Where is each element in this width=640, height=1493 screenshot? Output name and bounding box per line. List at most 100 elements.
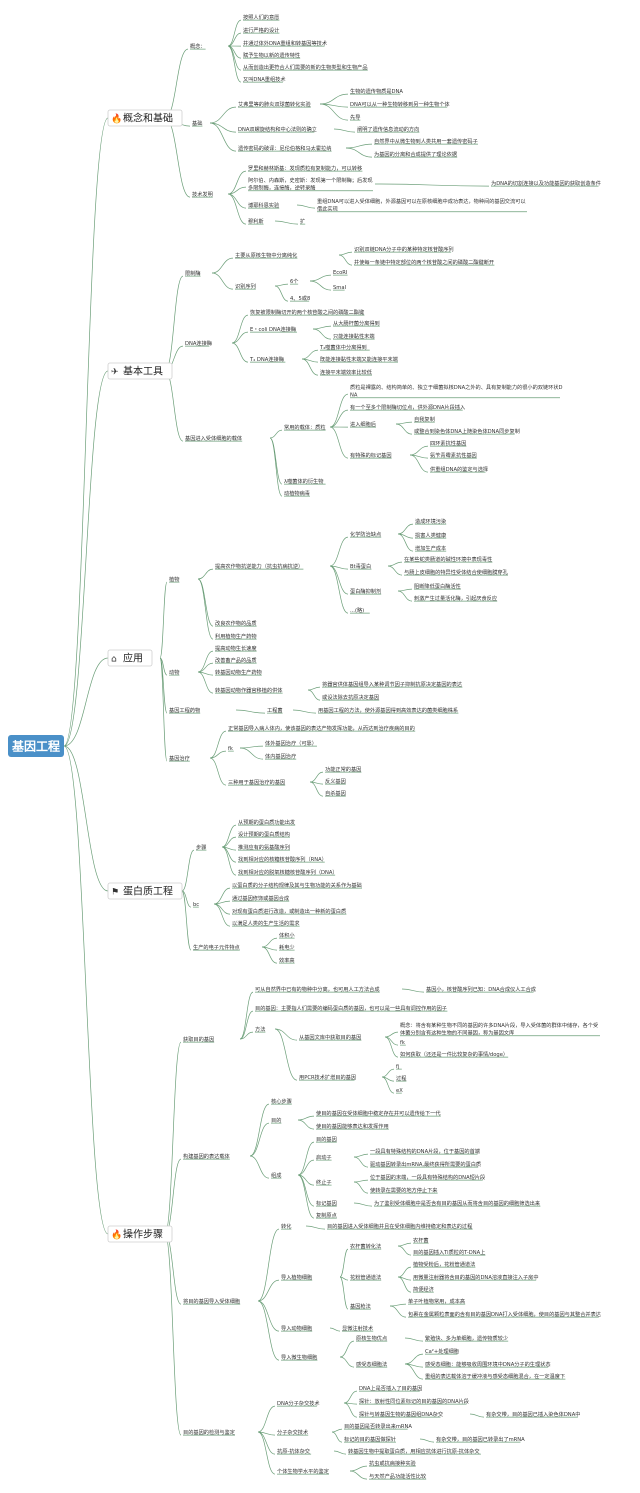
topic-node[interactable]: fk <box>228 746 233 752</box>
topic-node[interactable]: 技术发明 <box>192 190 213 198</box>
topic-node[interactable]: 从大肠杆菌分离得到 <box>333 319 380 327</box>
topic-node[interactable]: 分子杂交技术 <box>277 1428 308 1436</box>
branch-1[interactable]: 🔥概念和基础 <box>107 109 183 127</box>
topic-node[interactable]: 通过基因修饰或基因合成 <box>232 894 289 902</box>
topic-node[interactable]: 标记的目的基因做探针 <box>344 1435 396 1443</box>
topic-node[interactable]: 有杂交带，目的基因已转录出了mRNA <box>436 1435 525 1443</box>
topic-node[interactable]: 导入微生物细胞 <box>281 1353 317 1361</box>
topic-node[interactable]: 功能正常的基因 <box>325 765 361 773</box>
topic-node[interactable]: 扩 <box>300 217 305 225</box>
topic-node[interactable]: 目的基因 <box>316 1135 337 1143</box>
topic-node[interactable]: 只能连接黏性末端 <box>333 332 375 340</box>
topic-node[interactable]: 化学防治缺点 <box>350 530 381 538</box>
topic-node[interactable]: 自然界中从微生物到人类共用一套遗传密码子 <box>374 137 478 145</box>
branch-4[interactable]: ⚑蛋白质工程 <box>107 882 183 900</box>
topic-node[interactable]: 目的基因插入Ti质粒的T-DNA上 <box>413 1248 485 1256</box>
topic-node[interactable]: 效率高 <box>279 956 295 964</box>
topic-node[interactable]: 进入细胞后 <box>350 420 376 428</box>
topic-node[interactable]: 步骤 <box>196 843 206 851</box>
topic-node[interactable]: 赋予生物以新的遗传特性 <box>243 51 300 59</box>
topic-node[interactable]: 刺激产生过量活化酶，引起厌食反应 <box>414 594 497 602</box>
topic-node[interactable]: 简便经济 <box>413 1285 435 1293</box>
topic-node[interactable]: 提高动物生长速度 <box>215 644 257 652</box>
topic-node[interactable]: bc <box>193 902 199 908</box>
topic-node[interactable]: 使目的基因在受体细胞中稳定存在并可以遗传给下一代 <box>316 1109 441 1117</box>
topic-node[interactable]: 常用的载体：质粒 <box>284 423 326 431</box>
topic-node[interactable]: 转基因生物中提取蛋白质，用相应抗体进行抗原-抗体杂交 <box>348 1447 480 1455</box>
topic-node[interactable]: 找到相对应的核糖核苷酸序列（RNA） <box>238 855 327 863</box>
topic-node[interactable]: 进行严格的设计 <box>243 26 279 34</box>
topic-node[interactable]: 包裹在金属颗粒表面的含有目的基因DNA打入受体细胞，使目的基因与其整合并表达 <box>408 1310 601 1318</box>
topic-node[interactable]: 罗里和赫林斯基：发现质粒有复制能力，可以转移 <box>248 164 362 172</box>
topic-node[interactable]: 探针：放射性同位素标记的目的基因的DNA片段 <box>359 1397 469 1405</box>
topic-node[interactable]: 重组的表达载体溶于缓冲液与感受态细胞混合，在一定温度下 <box>425 1372 565 1380</box>
topic-node[interactable]: SmaI <box>333 285 347 291</box>
topic-node[interactable]: 农杆菌转化法 <box>350 1242 381 1250</box>
topic-node[interactable]: 并使每一条链中特定部位的两个核苷酸之间的磷酸二酯键断开 <box>354 258 494 266</box>
topic-node[interactable]: 驱动基因转录出mRNA,最终获得所需要的蛋白质 <box>370 1160 481 1168</box>
topic-node[interactable]: 遗传密码的破译：尼伦伯格和马太霍拉纳 <box>238 144 331 152</box>
topic-node[interactable]: DNA上是否插入了目的基因 <box>359 1384 422 1392</box>
topic-node[interactable]: DNA双螺旋结构和中心法则的确立 <box>238 125 317 133</box>
topic-node[interactable]: Ca²+处理细胞 <box>425 1347 459 1355</box>
topic-node[interactable]: 获取目的基因 <box>183 1035 214 1043</box>
topic-node[interactable]: 抗原-抗体杂交 <box>277 1447 310 1455</box>
topic-node[interactable]: 位于基因的末端，一段具有特殊结构的DNA短片段 <box>370 1173 485 1181</box>
topic-node[interactable]: 在某些蛇类肠道的碱性环境中表现毒性 <box>404 555 492 563</box>
topic-node[interactable]: 概念： <box>190 42 206 50</box>
topic-node[interactable]: 以满足人类的生产生活的需求 <box>232 919 300 927</box>
topic-node[interactable]: ...(略) <box>350 606 364 614</box>
topic-node[interactable]: 又叫DNA重组技术 <box>243 75 286 83</box>
topic-node[interactable]: 将器官供体基因组导入某种调节因子抑制抗原决定基因的表达 <box>322 680 462 688</box>
topic-node[interactable]: DNA分子杂交技术 <box>277 1399 320 1407</box>
topic-node[interactable]: 三种用于基因治疗的基因 <box>228 778 285 786</box>
topic-node[interactable]: 氨苄青霉素抗性基因 <box>430 451 477 459</box>
topic-node[interactable]: 造成环境污染 <box>415 517 446 525</box>
topic-node[interactable]: T₄噬菌体中分离得到 <box>319 343 367 351</box>
topic-node[interactable]: 自我复制 <box>414 415 435 423</box>
topic-node[interactable]: 方法 <box>255 1025 265 1033</box>
topic-node[interactable]: 使目的基因能够表达和发挥作用 <box>316 1122 389 1130</box>
topic-node[interactable]: 增加生产成本 <box>415 544 446 552</box>
topic-node[interactable]: 为DNA的切割连接以及功能基因的获取创造条件 <box>491 179 601 187</box>
topic-node[interactable]: 艾弗里等的肺炎双球菌转化实验 <box>238 100 311 108</box>
topic-node[interactable]: 核心步骤 <box>271 1097 292 1105</box>
topic-node[interactable]: 主要从原核生物中分离纯化 <box>235 251 297 259</box>
topic-node[interactable]: T₄ DNA连接酶 <box>249 355 284 363</box>
topic-node[interactable]: 基因治疗 <box>169 754 190 762</box>
topic-node[interactable]: 基因进入受体细胞的载体 <box>185 434 243 442</box>
topic-node[interactable]: 从预期的蛋白质功能出发 <box>238 818 295 826</box>
topic-node[interactable]: 复制原点 <box>316 1211 337 1219</box>
topic-node[interactable]: 转基因动物生产药物 <box>215 668 262 676</box>
topic-node[interactable]: 农杆菌 <box>413 1236 429 1244</box>
topic-node[interactable]: 质粒是裸露的、结构简单的、独立于细菌拟核DNA之外的、具有复制能力的很小的双链环… <box>350 383 563 398</box>
topic-node[interactable]: 生物的遗传物质是DNA <box>350 87 403 95</box>
topic-node[interactable]: 基因工程药物 <box>169 706 200 714</box>
topic-node[interactable]: 有杂交带，目的基因已插入染色体DNA中 <box>486 1410 580 1418</box>
topic-node[interactable]: λ噬菌体的衍生物 <box>284 477 323 485</box>
topic-node[interactable]: 组成 <box>271 1171 281 1179</box>
topic-node[interactable]: 基因小，核苷酸序列已知：DNA合成仪人工合成 <box>426 985 536 993</box>
topic-node[interactable]: 感受态细胞：能够吸收周围环境中DNA分子的生理状态 <box>425 1360 551 1368</box>
topic-node[interactable]: 目的基因的检测与鉴定 <box>183 1428 235 1436</box>
topic-node[interactable]: 体外基因治疗（可靠） <box>265 739 317 747</box>
topic-node[interactable]: 阿尔伯、内森斯，史密斯：发现第一个限制酶；后发现多限制酶，连接酶，逆转录酶 <box>248 176 373 191</box>
topic-node[interactable]: DNA连接酶 <box>185 339 212 347</box>
topic-node[interactable]: 改善畜产品的品质 <box>215 656 257 664</box>
topic-node[interactable]: 识别序列 <box>235 282 256 290</box>
topic-node[interactable]: 穆利斯 <box>248 217 264 225</box>
topic-node[interactable]: 反义基因 <box>325 777 346 785</box>
branch-2[interactable]: ✈基本工具 <box>107 362 173 380</box>
topic-node[interactable]: 博耶科恩实验 <box>248 201 280 209</box>
topic-node[interactable]: 损害人类健康 <box>415 531 446 539</box>
topic-node[interactable]: 蛋白酶抑制剂 <box>350 587 381 595</box>
topic-node[interactable]: 连接平末端效率比较低 <box>320 368 373 376</box>
topic-node[interactable]: 为基因的分离和合成提供了理论依据 <box>374 150 457 158</box>
topic-node[interactable]: 终止子 <box>316 1178 332 1186</box>
topic-node[interactable]: 或整合到染色体DNA上随染色体DNA同步复制 <box>414 427 520 435</box>
topic-node[interactable]: 过程 <box>396 1074 406 1082</box>
topic-node[interactable]: 抗虫或抗病接种实验 <box>369 1459 417 1467</box>
topic-node[interactable]: 有一个至多个限制酶切位点，供外源DNA片段插入 <box>350 403 465 411</box>
topic-node[interactable]: 一段具有特殊结构的DNA片段，位于基因的首端 <box>370 1147 480 1155</box>
topic-node[interactable]: 动植物病毒 <box>284 489 310 497</box>
